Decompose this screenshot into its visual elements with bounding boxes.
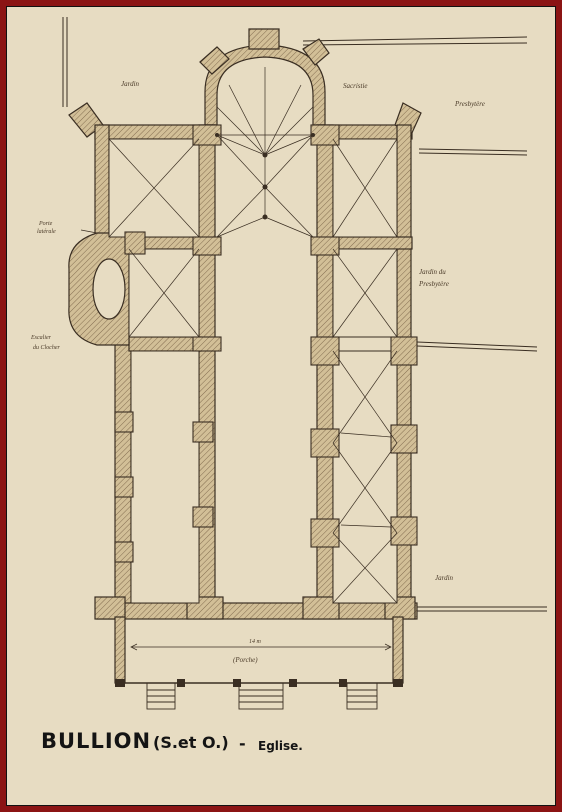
piers: [114, 124, 418, 563]
porch-dimension: [130, 643, 392, 651]
staircase-void: [92, 258, 126, 320]
label-laterale: latérale: [37, 229, 56, 235]
title-place-name: BULLION: [41, 729, 152, 753]
label-porte: Porte: [39, 221, 53, 227]
label-jardin-presbytere: Presbytère: [419, 280, 449, 288]
label-du-clocher: du Clocher: [33, 345, 60, 351]
title-separator: -: [239, 734, 246, 753]
title-department: (S.et O.): [153, 733, 229, 752]
bay-voids: [108, 138, 398, 604]
label-porche: (Porche): [233, 656, 258, 664]
drawing-sheet: Jardin Sacristie Presbytère Porte latéra…: [6, 6, 556, 806]
church-floor-plan: [62, 17, 547, 710]
label-sacristie: Sacristie: [343, 82, 368, 90]
label-presbytere-top: Presbytère: [455, 100, 485, 108]
label-jardin-top: Jardin: [121, 80, 140, 88]
label-porche-dimension: 14 m: [249, 639, 261, 645]
entrance-steps: [146, 682, 378, 710]
pointer-arrows: [80, 229, 392, 528]
label-jardin-bottom: Jardin: [435, 574, 454, 582]
label-jardin-du: Jardin du: [419, 268, 446, 276]
vault-ribs: [108, 67, 398, 604]
title-building: Eglise.: [258, 739, 303, 753]
label-escalier: Escalier: [31, 335, 51, 341]
property-lines: [62, 17, 547, 612]
vault-keystones: [215, 133, 315, 220]
